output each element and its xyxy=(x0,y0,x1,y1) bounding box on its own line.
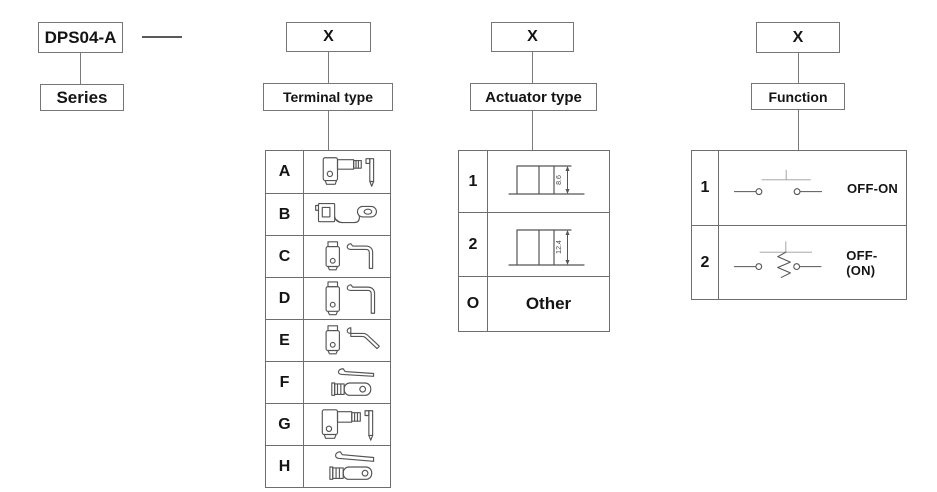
function-table: 1 OFF-ON 2 xyxy=(691,150,907,300)
function-cell: OFF-ON xyxy=(719,151,906,225)
terminal-code: G xyxy=(266,404,304,445)
actuator-height-12-4-diagram: 12.4 xyxy=(488,213,609,276)
function-placeholder-box: X xyxy=(756,22,840,53)
series-label-box: Series xyxy=(40,84,124,111)
terminal-code: F xyxy=(266,362,304,403)
series-code: DPS04-A xyxy=(44,27,117,47)
terminal-e-icon xyxy=(304,320,390,361)
function-placeholder: X xyxy=(792,28,804,46)
function-row: 2 OFF-(ON) xyxy=(692,225,906,299)
terminal-g-icon xyxy=(304,404,390,445)
terminal-d-icon xyxy=(304,278,390,319)
actuator-placeholder-box: X xyxy=(491,22,574,52)
terminal-code: H xyxy=(266,446,304,487)
actuator-other-cell: Other xyxy=(488,277,609,331)
function-cell: OFF-(ON) xyxy=(719,226,906,299)
actuator-row: O Other xyxy=(459,276,609,331)
actuator-code: O xyxy=(459,277,488,331)
terminal-code: E xyxy=(266,320,304,361)
connector-line xyxy=(80,53,81,84)
terminal-code: B xyxy=(266,194,304,235)
terminal-row: C xyxy=(266,235,390,277)
actuator-code: 2 xyxy=(459,213,488,276)
terminal-f-icon xyxy=(304,362,390,403)
terminal-code: A xyxy=(266,151,304,193)
connector-line xyxy=(532,111,533,150)
connector-line xyxy=(328,111,329,150)
function-name: OFF-(ON) xyxy=(846,247,878,278)
connector-line xyxy=(798,110,799,150)
function-code: 1 xyxy=(692,151,719,225)
actuator-table: 1 8.6 2 xyxy=(458,150,610,332)
terminal-placeholder: X xyxy=(323,28,334,45)
function-code: 2 xyxy=(692,226,719,299)
terminal-row: D xyxy=(266,277,390,319)
terminal-code: D xyxy=(266,278,304,319)
series-code-box: DPS04-A xyxy=(38,22,123,53)
function-label-box: Function xyxy=(751,83,845,110)
circuit-off-on-icon xyxy=(733,169,823,196)
terminal-row: G xyxy=(266,403,390,445)
terminal-label: Terminal type xyxy=(283,89,373,105)
connector-line xyxy=(532,52,533,83)
terminal-table: A B xyxy=(265,150,391,488)
circuit-off-momentary-on-icon xyxy=(733,240,822,278)
terminal-label-box: Terminal type xyxy=(263,83,393,111)
actuator-code: 1 xyxy=(459,151,488,212)
connector-line xyxy=(798,53,799,83)
connector-line xyxy=(328,52,329,83)
terminal-a-icon xyxy=(304,151,390,193)
series-label: Series xyxy=(56,87,108,107)
actuator-placeholder: X xyxy=(527,28,538,45)
terminal-c-icon xyxy=(304,236,390,277)
terminal-b-icon xyxy=(304,194,390,235)
terminal-row: F xyxy=(266,361,390,403)
dash-line xyxy=(142,36,182,38)
actuator-dimension-text: 8.6 xyxy=(556,175,563,185)
actuator-row: 1 8.6 xyxy=(459,151,609,212)
terminal-row: B xyxy=(266,193,390,235)
function-row: 1 OFF-ON xyxy=(692,151,906,225)
actuator-other-label: Other xyxy=(525,294,572,313)
terminal-h-icon xyxy=(304,446,390,487)
actuator-label: Actuator type xyxy=(485,88,582,106)
function-name: OFF-ON xyxy=(847,180,899,196)
actuator-label-box: Actuator type xyxy=(470,83,597,111)
terminal-row: H xyxy=(266,445,390,487)
terminal-code: C xyxy=(266,236,304,277)
actuator-row: 2 12.4 xyxy=(459,212,609,276)
function-label: Function xyxy=(768,88,828,105)
terminal-placeholder-box: X xyxy=(286,22,371,52)
actuator-dimension-text: 12.4 xyxy=(556,240,563,254)
terminal-row: E xyxy=(266,319,390,361)
actuator-height-8-6-diagram: 8.6 xyxy=(488,151,609,212)
terminal-row: A xyxy=(266,151,390,193)
